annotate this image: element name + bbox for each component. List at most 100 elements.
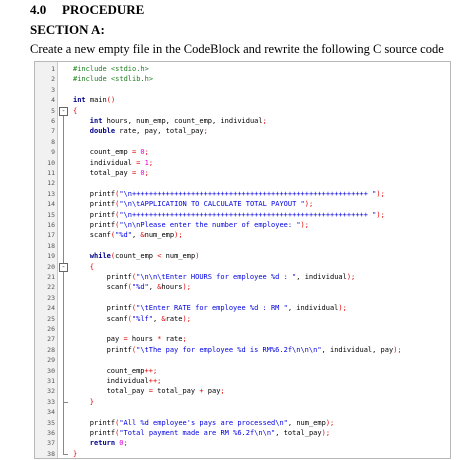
code-line[interactable]: printf("All %d employee's pays are proce… [90, 418, 334, 428]
code-token: ); [304, 200, 314, 209]
code-token: = [136, 158, 141, 167]
code-token: ( [110, 252, 116, 261]
code-line[interactable]: int main() [73, 95, 115, 105]
line-number: 6 [51, 117, 55, 125]
code-token: = [131, 169, 137, 177]
code-token: { [73, 106, 78, 115]
code-token: return [89, 439, 116, 448]
code-token: ( [115, 200, 120, 209]
code-line[interactable]: printf("\n++++++++++++++++++++++++++++++… [90, 189, 385, 199]
fold-end-marker [63, 453, 68, 455]
line-number: 14 [47, 200, 55, 209]
line-number: 7 [51, 127, 55, 136]
code-token: , individual [287, 304, 339, 313]
code-line[interactable]: double rate, pay, total_pay; [90, 126, 208, 136]
code-token: 0 [136, 148, 145, 157]
code-token: ; [182, 335, 187, 344]
line-number: 4 [51, 96, 55, 105]
code-line[interactable]: count_emp++; [107, 366, 158, 376]
code-token: & [157, 283, 162, 292]
code-line[interactable]: pay = hours * rate; [107, 334, 187, 344]
code-token: ++; [144, 366, 158, 375]
code-line[interactable]: total_pay = total_pay + pay; [107, 386, 225, 396]
code-token: "%d" [131, 283, 149, 292]
code-token: ( [127, 314, 132, 323]
code-token: ); [325, 418, 335, 427]
line-number: 34 [47, 408, 55, 417]
code-line[interactable]: { [90, 262, 94, 272]
code-token: } [89, 397, 95, 406]
code-line[interactable]: printf("\tEnter RATE for employee %d : R… [107, 303, 347, 313]
code-token: ( [110, 231, 116, 240]
code-line[interactable]: printf("\tThe pay for employee %d is RM%… [107, 345, 402, 355]
code-token: "Total payment made are RM %6.2f\n\n" [119, 429, 276, 437]
code-token: individual [89, 158, 137, 167]
code-token: ( [131, 304, 137, 313]
code-token: ); [300, 221, 309, 229]
code-line[interactable]: } [73, 449, 78, 458]
code-token: printf [89, 429, 116, 437]
code-line[interactable]: printf("Total payment made are RM %6.2f\… [90, 428, 330, 438]
code-token: hours, num_emp, count_emp, individual [102, 117, 263, 125]
fold-toggle-icon[interactable]: - [59, 262, 68, 272]
line-number: 13 [47, 189, 55, 198]
code-token: "\tEnter RATE for employee %d : RM " [136, 304, 288, 313]
code-line[interactable]: #include <stdio.h> [73, 64, 149, 74]
code-line[interactable]: { [73, 106, 77, 116]
code-token: ; [148, 158, 154, 167]
code-token: printf [89, 210, 116, 219]
code-token: ); [376, 210, 385, 219]
code-token: int [73, 96, 86, 105]
line-number: 36 [47, 429, 55, 437]
code-token: & [140, 231, 145, 240]
code-token: , individual [296, 273, 347, 281]
fold-toggle-icon[interactable]: - [59, 106, 68, 116]
code-token: ( [115, 418, 120, 427]
code-token: () [106, 96, 116, 105]
code-token: } [73, 449, 78, 458]
code-line[interactable]: scanf("%lf", &rate); [107, 314, 191, 324]
code-line[interactable]: printf("\n++++++++++++++++++++++++++++++… [90, 210, 385, 220]
code-token: = [131, 148, 137, 157]
code-token: ); [182, 314, 191, 323]
code-line[interactable]: printf("\n\tAPPLICATION TO CALCULATE TOT… [90, 199, 313, 209]
line-number: 5 [51, 106, 55, 115]
code-token: individual [106, 377, 149, 385]
line-number: 3 [51, 85, 55, 94]
code-line[interactable]: individual++; [107, 376, 162, 386]
code-token: count_emp [106, 366, 145, 375]
code-token: total_pay [89, 169, 132, 177]
code-line[interactable]: scanf("%d", &hours); [107, 282, 191, 292]
code-line[interactable]: while(count_emp < num_emp) [90, 251, 200, 261]
line-number: 18 [47, 241, 55, 250]
heading-title: PROCEDURE [62, 2, 145, 17]
code-token: 0 [115, 439, 124, 448]
code-line[interactable]: total_pay = 0; [90, 168, 149, 178]
code-token: 0 [136, 169, 145, 177]
code-token: count_emp [115, 252, 158, 261]
code-token: ); [182, 283, 191, 292]
code-token: printf [106, 273, 132, 281]
code-line[interactable]: scanf("%d", &num_emp); [90, 230, 183, 240]
code-line[interactable]: return 0; [90, 438, 128, 448]
code-token: ( [115, 189, 120, 198]
code-token: while [89, 252, 111, 261]
code-line[interactable]: individual = 1; [90, 158, 153, 168]
instruction-text: Create a new empty file in the CodeBlock… [30, 42, 444, 56]
line-number: 8 [51, 137, 55, 146]
code-token: ); [376, 189, 385, 198]
code-token: printf [106, 345, 132, 354]
code-line[interactable]: printf("\n\n\tEnter HOURS for employee %… [107, 272, 356, 282]
code-line[interactable]: #include <stdlib.h> [73, 74, 153, 84]
code-token: "%lf" [131, 314, 153, 323]
line-number: 38 [47, 449, 55, 458]
code-line[interactable]: } [90, 397, 94, 407]
code-line[interactable]: int hours, num_emp, count_emp, individua… [90, 116, 267, 126]
line-number: 33 [47, 397, 55, 406]
code-line[interactable]: printf("\n\nPlease enter the number of e… [90, 220, 309, 230]
line-number: 16 [47, 221, 55, 229]
code-line[interactable]: count_emp = 0; [90, 147, 149, 157]
line-number: 29 [47, 356, 55, 365]
code-token: num_emp [161, 252, 196, 261]
